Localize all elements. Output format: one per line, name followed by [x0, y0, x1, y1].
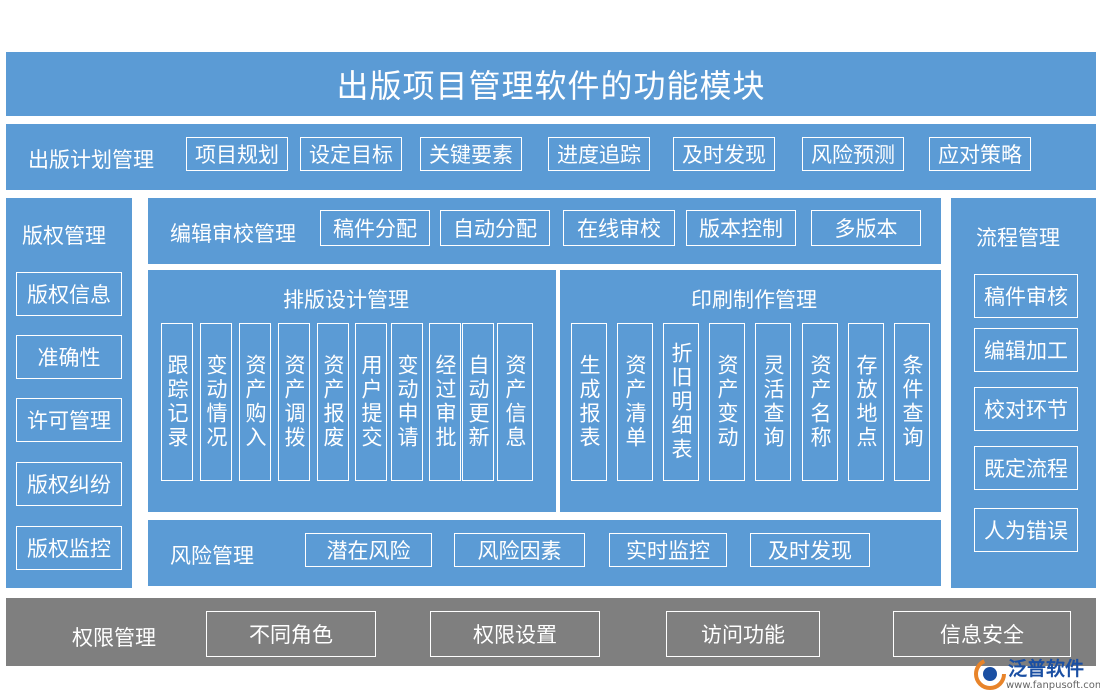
diagram-title: 出版项目管理软件的功能模块 [6, 52, 1096, 116]
plan-item: 及时发现 [673, 137, 775, 171]
layout-item: 资产调拨 [278, 323, 310, 481]
layout-item: 资产购入 [239, 323, 271, 481]
printing-item: 折旧明细表 [663, 323, 699, 481]
logo-name: 泛普软件 [1008, 658, 1085, 680]
fanpu-logo: 泛普软件 www.fanpusoft.com [970, 652, 1100, 700]
printing-label: 印刷制作管理 [691, 288, 817, 312]
editing-item: 版本控制 [686, 210, 796, 246]
editing-item: 多版本 [811, 210, 921, 246]
plan-item: 进度追踪 [548, 137, 650, 171]
printing-item: 资产名称 [802, 323, 838, 481]
layout-item: 变动情况 [200, 323, 232, 481]
layout-item: 资产信息 [497, 323, 533, 481]
layout-item: 自动更新 [462, 323, 494, 481]
risk-label: 风险管理 [170, 544, 254, 568]
editing-item: 在线审校 [563, 210, 675, 246]
risk-item: 风险因素 [454, 533, 585, 567]
printing-item: 资产变动 [709, 323, 745, 481]
process-item: 校对环节 [974, 387, 1078, 431]
process-section [951, 198, 1096, 588]
risk-item: 及时发现 [750, 533, 870, 567]
copyright-item: 许可管理 [16, 398, 122, 442]
risk-item: 潜在风险 [305, 533, 432, 567]
printing-item: 资产清单 [617, 323, 653, 481]
process-item: 编辑加工 [974, 328, 1078, 372]
editing-section [148, 198, 941, 264]
editing-label: 编辑审校管理 [170, 222, 296, 246]
plan-item: 设定目标 [300, 137, 402, 171]
plan-section [6, 124, 1096, 190]
process-item: 稿件审核 [974, 274, 1078, 318]
copyright-section [6, 198, 132, 588]
permission-item: 权限设置 [430, 611, 600, 657]
plan-item: 应对策略 [929, 137, 1031, 171]
permission-label: 权限管理 [72, 626, 156, 650]
risk-section [148, 520, 941, 586]
layout-label: 排版设计管理 [283, 288, 409, 312]
plan-item: 项目规划 [186, 137, 288, 171]
layout-section [148, 270, 556, 512]
risk-item: 实时监控 [609, 533, 727, 567]
permission-item: 不同角色 [206, 611, 376, 657]
plan-item: 关键要素 [420, 137, 522, 171]
permission-item: 访问功能 [666, 611, 820, 657]
printing-item: 条件查询 [894, 323, 930, 481]
copyright-item: 版权信息 [16, 272, 122, 316]
plan-label: 出版计划管理 [28, 148, 154, 172]
printing-section [560, 270, 941, 512]
process-label: 流程管理 [976, 226, 1060, 250]
permission-item: 信息安全 [893, 611, 1071, 657]
layout-item: 资产报废 [317, 323, 349, 481]
layout-item: 经过审批 [429, 323, 461, 481]
printing-item: 存放地点 [848, 323, 884, 481]
fanpu-logo-icon [974, 658, 1006, 690]
plan-item: 风险预测 [802, 137, 904, 171]
copyright-item: 准确性 [16, 335, 122, 379]
layout-item: 变动申请 [391, 323, 423, 481]
layout-item: 跟踪记录 [161, 323, 193, 481]
printing-item: 灵活查询 [755, 323, 791, 481]
editing-item: 自动分配 [440, 210, 550, 246]
logo-url: www.fanpusoft.com [1006, 680, 1100, 691]
editing-item: 稿件分配 [320, 210, 430, 246]
process-item: 既定流程 [974, 446, 1078, 490]
printing-item: 生成报表 [571, 323, 607, 481]
permission-section [6, 598, 1096, 666]
process-item: 人为错误 [974, 508, 1078, 552]
copyright-item: 版权纠纷 [16, 462, 122, 506]
layout-item: 用户提交 [355, 323, 387, 481]
copyright-label: 版权管理 [22, 224, 106, 248]
copyright-item: 版权监控 [16, 526, 122, 570]
